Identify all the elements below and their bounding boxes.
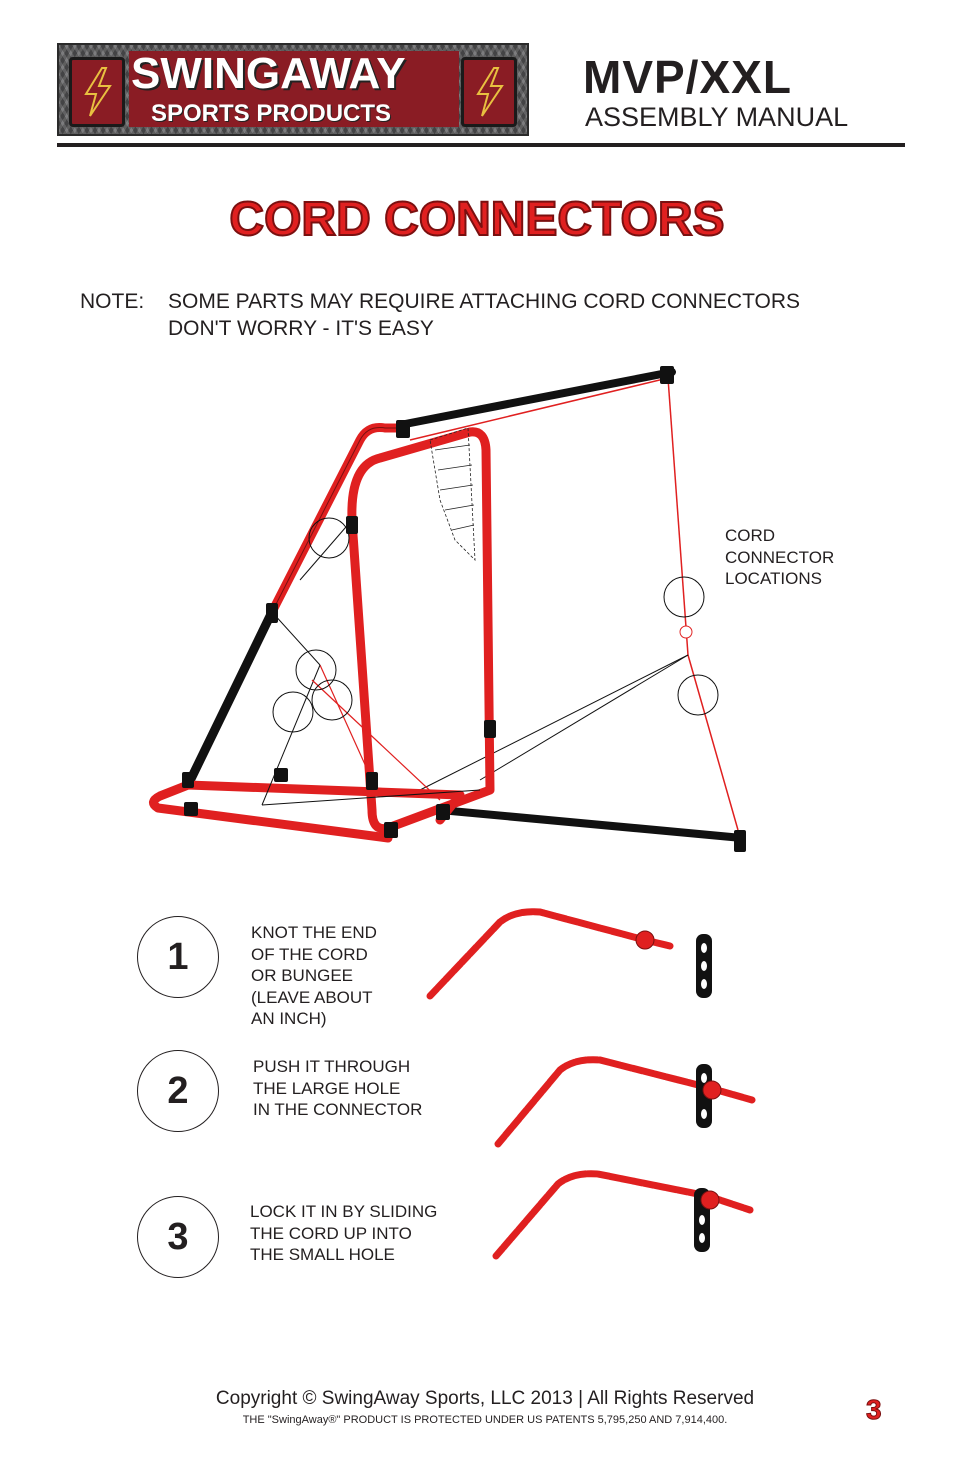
cord — [261, 789, 481, 806]
step-line: OF THE CORD — [251, 944, 368, 964]
note-line: DON'T WORRY - IT'S EASY — [168, 317, 434, 340]
callout-line: CONNECTOR — [725, 547, 835, 567]
brand-sub: SPORTS PRODUCTS — [151, 100, 392, 127]
step-line: KNOT THE END — [251, 923, 377, 942]
step-2-illustration — [494, 1056, 756, 1148]
model-name: MVP/XXL — [583, 51, 792, 103]
brand-sub-plate — [129, 101, 459, 127]
cord-end — [426, 908, 674, 1000]
connector-callout-circles — [272, 517, 719, 733]
cord — [319, 664, 373, 781]
right-tie-cord — [419, 654, 689, 791]
manual-title: ASSEMBLY MANUAL — [585, 102, 849, 132]
patent-text: THE "SwingAway®" PRODUCT IS PROTECTED UN… — [242, 1414, 728, 1426]
step-line: AN INCH) — [251, 1009, 327, 1028]
step-line: THE LARGE HOLE — [253, 1078, 401, 1098]
bottom-black-bar — [436, 806, 746, 842]
top-black-bar — [396, 368, 676, 429]
step-line: THE CORD UP INTO — [250, 1223, 412, 1243]
cord-knot — [700, 1190, 720, 1210]
callout-line: CORD — [725, 526, 776, 545]
cord-end — [494, 1056, 756, 1148]
step-1-illustration — [426, 908, 712, 1000]
frame-clamps — [182, 366, 746, 852]
brand-name-plate — [129, 51, 459, 103]
step-1-text: KNOT THE END OF THE CORD OR BUNGEE (LEAV… — [251, 922, 377, 1030]
cord-end — [492, 1170, 754, 1260]
note-line: SOME PARTS MAY REQUIRE ATTACHING CORD CO… — [168, 290, 801, 313]
right-vertical-cord — [667, 377, 689, 656]
right-lower-cord — [687, 654, 739, 831]
netting-lines — [434, 444, 475, 531]
step-line: THE SMALL HOLE — [250, 1245, 395, 1264]
left-black-leg — [183, 607, 277, 790]
lightning-badge-right — [461, 57, 517, 127]
cord — [311, 679, 441, 801]
step-line: PUSH IT THROUGH — [253, 1057, 411, 1076]
right-tie-cord — [479, 654, 689, 781]
step-3-number: 3 — [137, 1196, 219, 1278]
note-label: NOTE: — [80, 290, 145, 313]
cord — [261, 664, 321, 806]
page-title: CORD CONNECTORS — [228, 192, 725, 247]
step-line: (LEAVE ABOUT — [251, 987, 373, 1007]
outer-red-frame-edge — [271, 427, 405, 613]
inner-red-frame — [347, 427, 495, 834]
cord-connector — [696, 1064, 712, 1128]
net-frame-diagram — [149, 366, 746, 852]
cord-knot — [635, 930, 655, 950]
step-3-text: LOCK IT IN BY SLIDING THE CORD UP INTO T… — [250, 1201, 437, 1266]
connector-locations-label: CORD CONNECTOR LOCATIONS — [725, 525, 834, 590]
netting — [429, 427, 476, 562]
red-base-frame — [149, 780, 465, 843]
lightning-icon — [476, 67, 504, 117]
step-line: OR BUNGEE — [251, 966, 354, 985]
top-cord — [409, 377, 669, 441]
step-line: IN THE CONNECTOR — [253, 1100, 423, 1119]
lightning-icon — [84, 67, 112, 117]
copyright-text: Copyright © SwingAway Sports, LLC 2013 |… — [215, 1388, 755, 1409]
step-3-illustration — [492, 1170, 754, 1260]
brand-name: SWINGAWAY — [131, 49, 406, 98]
step-2-text: PUSH IT THROUGH THE LARGE HOLE IN THE CO… — [253, 1056, 422, 1121]
step-1-number: 1 — [137, 916, 219, 998]
brand-logo: SWINGAWAY SPORTS PRODUCTS — [57, 43, 529, 136]
cord-knot — [702, 1080, 722, 1100]
callout-line: LOCATIONS — [725, 569, 822, 588]
header-rule — [57, 143, 905, 147]
step-2-number: 2 — [137, 1050, 219, 1132]
lightning-badge-left — [69, 57, 125, 127]
cord — [271, 611, 321, 666]
step-line: LOCK IT IN BY SLIDING — [250, 1202, 438, 1221]
cord-knot — [679, 625, 693, 639]
page-number: 3 — [866, 1394, 883, 1426]
cord — [299, 519, 353, 581]
